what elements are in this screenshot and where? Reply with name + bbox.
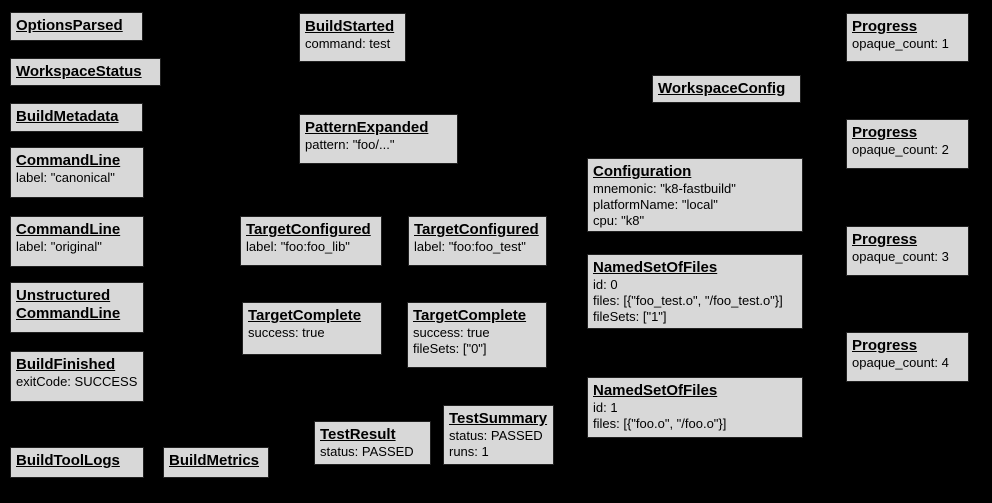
- node-detail: success: true: [413, 325, 490, 340]
- node-detail: success: true: [248, 325, 325, 340]
- node-build-tool-logs: BuildToolLogs: [10, 447, 144, 478]
- node-title: WorkspaceConfig: [658, 80, 786, 97]
- node-title: Unstructured CommandLine: [16, 287, 121, 322]
- node-detail: label: "foo:foo_test": [414, 239, 526, 254]
- node-command-line-canonical: CommandLine label: "canonical": [10, 147, 144, 198]
- node-title: TargetComplete: [248, 307, 362, 324]
- node-target-configured-foo-lib: TargetConfigured label: "foo:foo_lib": [240, 216, 382, 266]
- node-build-metrics: BuildMetrics: [163, 447, 269, 478]
- node-detail: pattern: "foo/...": [305, 137, 395, 152]
- node-command-line-original: CommandLine label: "original": [10, 216, 144, 267]
- node-progress-1: Progress opaque_count: 1: [846, 13, 969, 62]
- node-detail: label: "original": [16, 239, 102, 254]
- node-detail: opaque_count: 4: [852, 355, 949, 370]
- node-build-finished: BuildFinished exitCode: SUCCESS: [10, 351, 144, 402]
- node-detail: status: PASSED: [449, 428, 543, 443]
- node-target-configured-foo-test: TargetConfigured label: "foo:foo_test": [408, 216, 547, 266]
- node-title: Progress: [852, 18, 918, 35]
- node-title: NamedSetOfFiles: [593, 259, 718, 276]
- node-title: TestSummary: [449, 410, 548, 427]
- node-title: BuildStarted: [305, 18, 395, 35]
- node-build-started: BuildStarted command: test: [299, 13, 406, 62]
- node-unstructured-command-line: Unstructured CommandLine: [10, 282, 144, 333]
- node-title: TestResult: [320, 426, 396, 443]
- node-detail: opaque_count: 3: [852, 249, 949, 264]
- node-progress-4: Progress opaque_count: 4: [846, 332, 969, 382]
- node-title: PatternExpanded: [305, 119, 429, 136]
- node-workspace-status: WorkspaceStatus: [10, 58, 161, 86]
- node-detail: runs: 1: [449, 444, 489, 459]
- node-options-parsed: OptionsParsed: [10, 12, 143, 41]
- node-title: NamedSetOfFiles: [593, 382, 718, 399]
- node-progress-2: Progress opaque_count: 2: [846, 119, 969, 169]
- node-title: BuildMetrics: [169, 452, 260, 469]
- node-title: Progress: [852, 124, 918, 141]
- node-detail: label: "foo:foo_lib": [246, 239, 350, 254]
- node-detail: id: 0: [593, 277, 618, 292]
- node-target-complete-foo-test: TargetComplete success: true fileSets: […: [407, 302, 547, 368]
- node-detail: label: "canonical": [16, 170, 115, 185]
- node-title: CommandLine: [16, 221, 121, 238]
- node-title: BuildFinished: [16, 356, 116, 373]
- node-title: BuildMetadata: [16, 108, 119, 125]
- node-detail: opaque_count: 2: [852, 142, 949, 157]
- node-target-complete-foo-lib: TargetComplete success: true: [242, 302, 382, 355]
- node-workspace-config: WorkspaceConfig: [652, 75, 801, 103]
- node-title: Configuration: [593, 163, 692, 180]
- node-title: Progress: [852, 231, 918, 248]
- node-detail: cpu: "k8": [593, 213, 645, 228]
- node-test-summary: TestSummary status: PASSED runs: 1: [443, 405, 554, 465]
- node-detail: files: [{"foo_test.o", "/foo_test.o"}]: [593, 293, 783, 308]
- node-detail: fileSets: ["1"]: [593, 309, 667, 324]
- node-title: BuildToolLogs: [16, 452, 120, 469]
- node-pattern-expanded: PatternExpanded pattern: "foo/...": [299, 114, 458, 164]
- node-configuration: Configuration mnemonic: "k8-fastbuild" p…: [587, 158, 803, 232]
- node-detail: platformName: "local": [593, 197, 718, 212]
- node-detail: id: 1: [593, 400, 618, 415]
- node-progress-3: Progress opaque_count: 3: [846, 226, 969, 276]
- node-detail: files: [{"foo.o", "/foo.o"}]: [593, 416, 727, 431]
- node-named-set-of-files-0: NamedSetOfFiles id: 0 files: [{"foo_test…: [587, 254, 803, 329]
- node-named-set-of-files-1: NamedSetOfFiles id: 1 files: [{"foo.o", …: [587, 377, 803, 438]
- node-detail: fileSets: ["0"]: [413, 341, 487, 356]
- node-detail: mnemonic: "k8-fastbuild": [593, 181, 736, 196]
- node-detail: command: test: [305, 36, 391, 51]
- node-title: OptionsParsed: [16, 17, 123, 34]
- node-title: Progress: [852, 337, 918, 354]
- node-title: TargetConfigured: [414, 221, 539, 238]
- node-title: TargetConfigured: [246, 221, 371, 238]
- node-detail: exitCode: SUCCESS: [16, 374, 138, 389]
- node-detail: status: PASSED: [320, 444, 414, 459]
- node-build-metadata: BuildMetadata: [10, 103, 143, 132]
- node-detail: opaque_count: 1: [852, 36, 949, 51]
- node-title: CommandLine: [16, 152, 121, 169]
- node-title: WorkspaceStatus: [16, 63, 142, 80]
- node-title: TargetComplete: [413, 307, 527, 324]
- node-test-result: TestResult status: PASSED: [314, 421, 431, 465]
